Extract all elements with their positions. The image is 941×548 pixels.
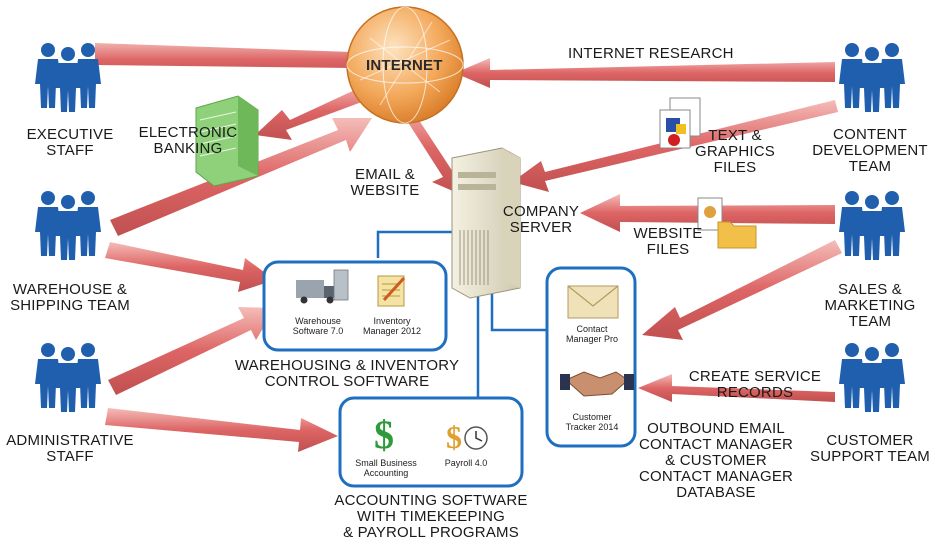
warehouse-team-label: WAREHOUSE &SHIPPING TEAM [10,281,130,314]
person-group-icon [839,191,905,260]
person-group-icon [35,191,101,260]
globe-icon [346,6,464,124]
truck-icon [296,269,349,304]
building-icon [195,95,259,187]
document-icon [697,197,723,231]
server-tower-icon [451,147,521,299]
warehousing-box [262,260,448,352]
folder-icon [717,221,757,249]
person-group-icon [35,343,101,412]
arrow-admin-accounting [105,408,338,452]
payroll-label: Payroll 4.0 [444,458,488,468]
arrow-internet-server [394,100,463,195]
arrow-sales-contact [642,240,842,340]
svg-text:$: $ [446,419,462,455]
arrow-warehouse-box [105,242,275,292]
svg-text:$: $ [374,412,394,457]
arrow-support-contact [638,374,835,402]
person-group-icon [839,343,905,412]
arrow-executive-internet [95,40,380,80]
envelope-icon [567,285,619,319]
person-group-icon [839,43,905,112]
person-group-icon [35,43,101,112]
dollar-icon: $ [374,412,394,457]
handshake-icon [560,371,634,397]
clock-icon: $ [446,419,488,455]
accounting-box [338,396,524,488]
arrow-admin-warehouse [108,307,275,395]
document-icon [659,97,701,149]
arrow-internet-banking [255,82,378,140]
internet-research-label: INTERNET RESEARCH [568,45,734,62]
internet-label: INTERNET [366,57,443,74]
email-website-label: EMAIL &WEBSITE [350,166,420,199]
arrow-content-internet [455,58,835,88]
notepad-icon [377,275,406,307]
